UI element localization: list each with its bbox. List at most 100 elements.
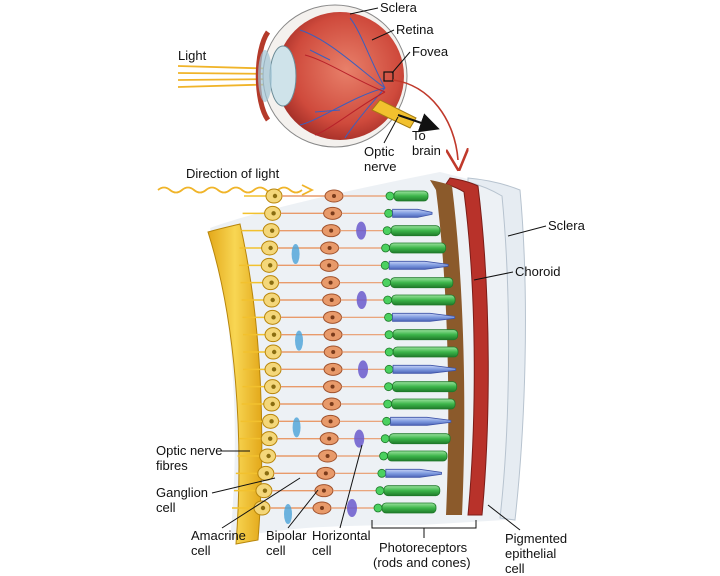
photoreceptor-nucleus bbox=[382, 278, 391, 288]
ganglion-nucleus bbox=[271, 384, 276, 389]
horizontal-cell bbox=[354, 429, 365, 448]
amacrine-cell bbox=[291, 244, 300, 264]
bipolar-nucleus bbox=[331, 367, 336, 372]
to-brain-arrow bbox=[397, 113, 440, 133]
amacrine-cell bbox=[292, 417, 301, 438]
ganglion-nucleus bbox=[269, 280, 274, 285]
rod-cell bbox=[389, 242, 447, 254]
photoreceptor-nucleus bbox=[382, 226, 392, 236]
label-optic: Optic bbox=[364, 144, 395, 159]
rod-cell bbox=[388, 433, 451, 445]
label-pigmented-3: cell bbox=[505, 561, 525, 576]
label-amacrine-2: cell bbox=[191, 543, 211, 558]
bipolar-nucleus bbox=[330, 315, 335, 320]
label-sclera: Sclera bbox=[548, 218, 586, 233]
ganglion-nucleus bbox=[271, 367, 277, 372]
ganglion-nucleus bbox=[272, 193, 278, 199]
ganglion-nucleus bbox=[267, 263, 273, 268]
bipolar-nucleus bbox=[327, 246, 332, 250]
pigment-epithelium-layer bbox=[430, 180, 465, 515]
photoreceptor-nucleus bbox=[384, 347, 394, 357]
bipolar-nucleus bbox=[321, 488, 326, 493]
label-direction-of-light: Direction of light bbox=[186, 166, 280, 181]
ganglion-nucleus bbox=[262, 488, 268, 493]
ganglion-nucleus bbox=[271, 211, 276, 216]
bipolar-nucleus bbox=[329, 298, 334, 302]
label-bipolar-1: Bipolar bbox=[266, 528, 307, 543]
label-to: To bbox=[412, 128, 426, 143]
photoreceptor-nucleus bbox=[384, 364, 394, 374]
rod-cell bbox=[387, 450, 448, 462]
photoreceptor-nucleus bbox=[384, 382, 393, 392]
horizontal-cell bbox=[347, 499, 357, 517]
ganglion-nucleus bbox=[271, 315, 276, 320]
cone-cell bbox=[392, 364, 457, 374]
label-sclera-top: Sclera bbox=[380, 0, 418, 15]
ganglion-nucleus bbox=[267, 436, 273, 441]
horizontal-cell bbox=[356, 221, 367, 240]
bipolar-nucleus bbox=[332, 194, 336, 198]
eyeball bbox=[177, 4, 458, 160]
ganglion-nucleus bbox=[272, 349, 277, 355]
rod-cell bbox=[392, 346, 459, 358]
optic-nerve-fibres-layer bbox=[207, 223, 263, 545]
label-ganglion-1: Ganglion bbox=[156, 485, 208, 500]
label-pigmented-1: Pigmented bbox=[505, 531, 567, 546]
label-photoreceptors-2: (rods and cones) bbox=[373, 555, 471, 570]
ganglion-nucleus bbox=[260, 505, 266, 511]
sclera-layer bbox=[467, 177, 526, 521]
amacrine-cell bbox=[295, 330, 304, 351]
bipolar-nucleus bbox=[329, 402, 334, 406]
label-choroid: Choroid bbox=[515, 264, 561, 279]
bipolar-nucleus bbox=[330, 384, 335, 389]
label-optic-nerve-fibres-2: fibres bbox=[156, 458, 188, 473]
photoreceptor-nucleus bbox=[385, 191, 395, 201]
rod-cell bbox=[391, 398, 456, 410]
cone-cell bbox=[392, 208, 433, 218]
amacrine-cell bbox=[284, 504, 292, 524]
horizontal-cell bbox=[356, 291, 367, 309]
retina-section bbox=[207, 172, 526, 545]
photoreceptor-nucleus bbox=[377, 468, 387, 478]
rod-cell bbox=[381, 502, 437, 514]
fovea-marker bbox=[383, 71, 394, 82]
ganglion-nucleus bbox=[271, 332, 277, 337]
rod-cell bbox=[390, 277, 454, 289]
bipolar-nucleus bbox=[328, 280, 333, 285]
photoreceptor-nucleus bbox=[381, 243, 391, 253]
label-photoreceptors-1: Photoreceptors bbox=[379, 540, 468, 555]
photoreceptor-nucleus bbox=[382, 416, 391, 426]
photoreceptor-nucleus bbox=[380, 260, 390, 270]
photoreceptor-nucleus bbox=[384, 208, 394, 218]
bipolar-nucleus bbox=[325, 454, 330, 458]
bipolar-nucleus bbox=[328, 419, 333, 424]
bipolar-nucleus bbox=[331, 350, 336, 354]
cone-cell bbox=[385, 468, 442, 478]
bipolar-nucleus bbox=[330, 211, 335, 216]
label-nerve: nerve bbox=[364, 159, 397, 174]
rod-cell bbox=[392, 381, 458, 393]
choroid-layer bbox=[445, 177, 489, 516]
label-pigmented-2: epithelial bbox=[505, 546, 556, 561]
label-bipolar-2: cell bbox=[266, 543, 286, 558]
rod-cell bbox=[390, 225, 441, 237]
label-fovea: Fovea bbox=[412, 44, 449, 59]
ganglion-nucleus bbox=[264, 471, 270, 476]
photoreceptor-nucleus bbox=[383, 295, 393, 305]
photoreceptor-nucleus bbox=[383, 399, 393, 409]
label-retina: Retina bbox=[396, 22, 434, 37]
bipolar-nucleus bbox=[323, 471, 328, 476]
rod-cell bbox=[383, 485, 441, 497]
labels: Sclera Retina Fovea Light To brain Optic… bbox=[156, 0, 586, 576]
label-horizontal-2: cell bbox=[312, 543, 332, 558]
photoreceptor-nucleus bbox=[379, 451, 389, 461]
label-light: Light bbox=[178, 48, 207, 63]
ganglion-nucleus bbox=[268, 245, 273, 251]
bipolar-nucleus bbox=[327, 263, 332, 268]
bipolar-nucleus bbox=[320, 506, 324, 510]
bipolar-nucleus bbox=[331, 332, 336, 337]
photoreceptor-nucleus bbox=[384, 312, 393, 322]
optic-nerve bbox=[371, 99, 417, 129]
photoreceptor-nucleus bbox=[373, 503, 383, 513]
